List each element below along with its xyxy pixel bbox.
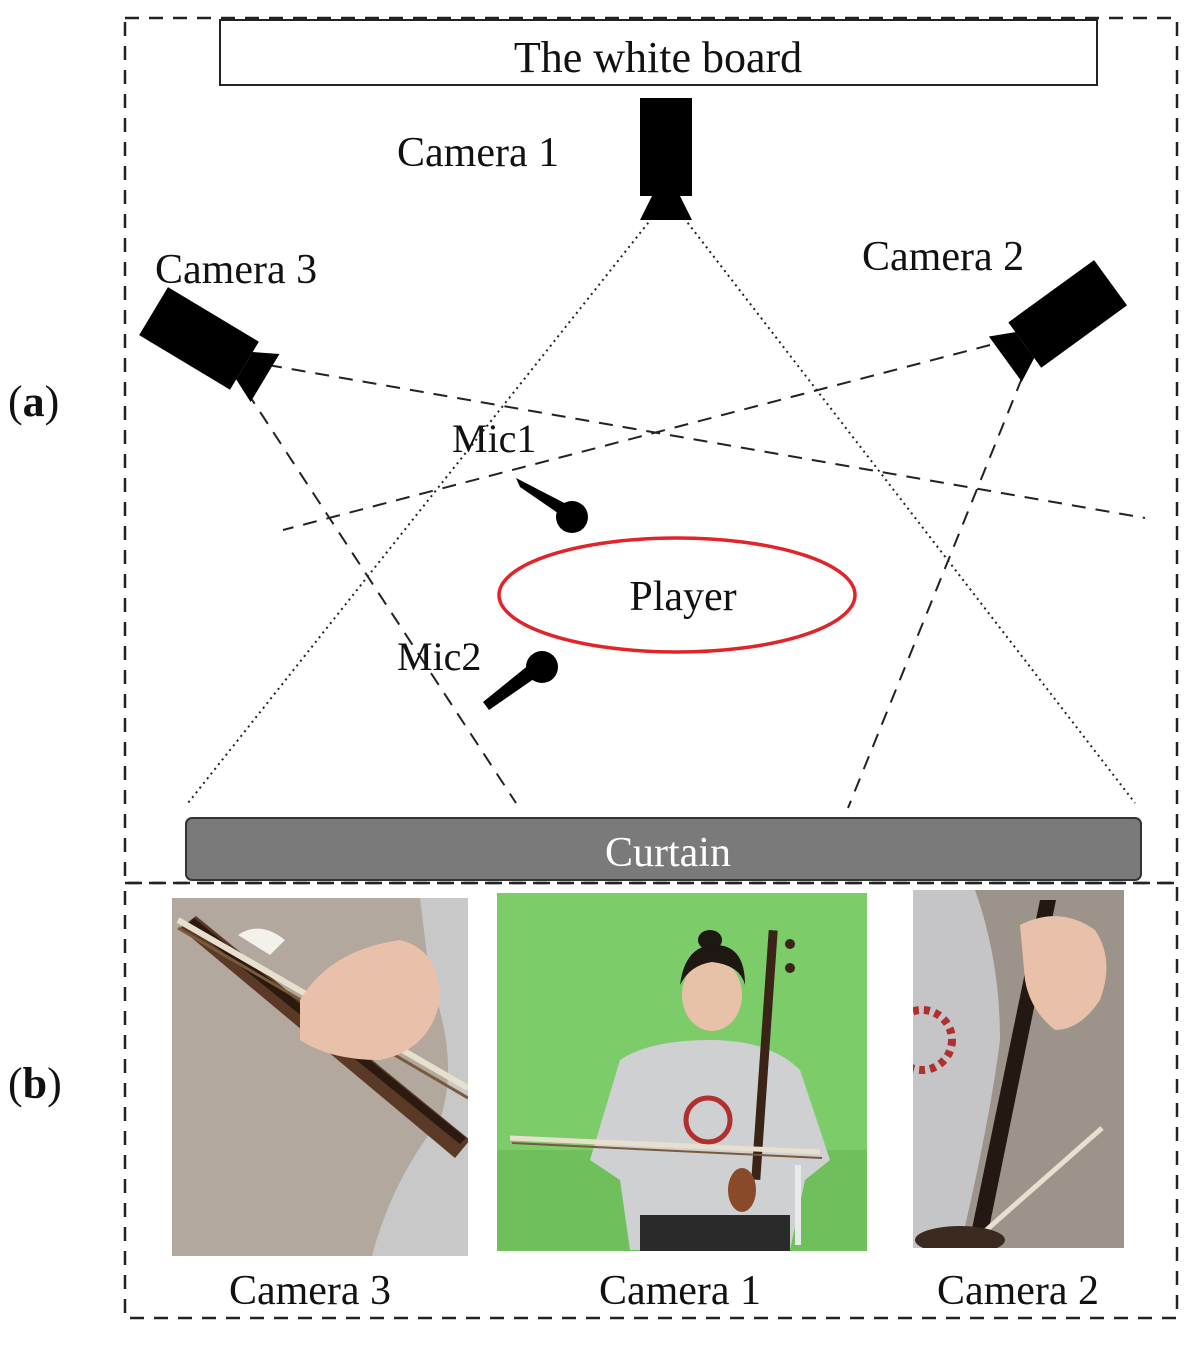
camera1-field-of-view [187, 217, 1136, 804]
mic-2-icon [483, 651, 558, 710]
camera-1-label: Camera 1 [397, 130, 559, 176]
photo-camera-3: Camera 3 [172, 898, 468, 1314]
camera2-field-of-view [282, 344, 1023, 809]
whiteboard: The white board [219, 19, 1098, 86]
mic-1-icon [516, 478, 588, 533]
camera-3-icon [139, 287, 280, 403]
photo-caption-camera-3: Camera 3 [229, 1268, 391, 1314]
panel-a-label: (a) [8, 377, 59, 426]
camera3-field-of-view [246, 364, 1146, 804]
mic-2-label: Mic2 [397, 634, 481, 679]
photo-caption-camera-1: Camera 1 [599, 1268, 761, 1314]
curtain: Curtain [185, 817, 1142, 881]
curtain-label: Curtain [605, 830, 731, 876]
panel-b-label: (b) [8, 1059, 62, 1108]
photo-camera-2: Camera 2 [913, 890, 1124, 1314]
photo-camera-1: Camera 1 [497, 893, 867, 1314]
whiteboard-label: The white board [514, 33, 802, 82]
camera-3-label: Camera 3 [155, 247, 317, 293]
player-area: Player [497, 536, 857, 654]
player-label: Player [629, 574, 736, 620]
photo-caption-camera-2: Camera 2 [937, 1268, 1099, 1314]
camera-1-icon [640, 98, 692, 220]
camera-2-label: Camera 2 [862, 234, 1024, 280]
camera-2-icon [988, 260, 1127, 382]
mic-1-label: Mic1 [452, 416, 536, 461]
